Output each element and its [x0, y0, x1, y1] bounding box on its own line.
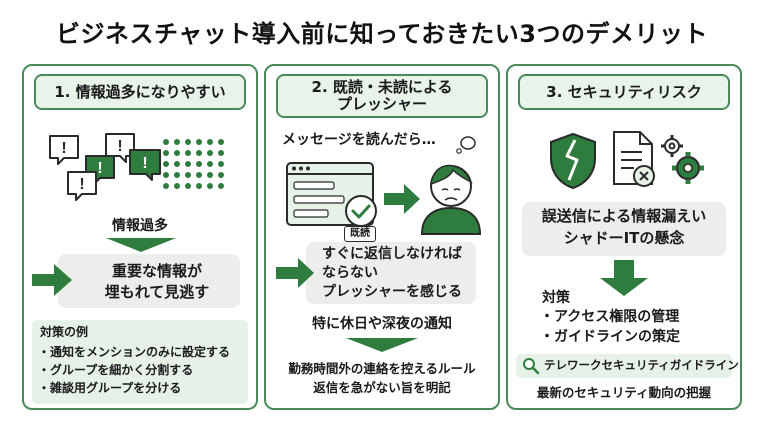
read-check-icon	[345, 195, 377, 227]
decor-dot	[185, 183, 191, 189]
decor-dot	[163, 172, 169, 178]
decor-dot	[196, 172, 202, 178]
decor-dot	[185, 161, 191, 167]
right-arrow-icon	[276, 258, 314, 288]
decor-dot	[174, 172, 180, 178]
decor-dot	[207, 150, 213, 156]
decor-dot	[218, 183, 224, 189]
svg-text:!: !	[142, 155, 147, 172]
measure-item: ・ガイドラインの策定	[540, 329, 680, 345]
panel-1-heading: 1. 情報過多になりやすい	[34, 74, 246, 110]
svg-text:!: !	[117, 138, 122, 155]
down-arrow-icon	[600, 260, 648, 296]
right-arrow-icon	[32, 264, 72, 296]
decor-dot	[218, 150, 224, 156]
decor-dot	[196, 150, 202, 156]
pressure-line-2: ならない	[322, 265, 378, 281]
thought-bubble-icon	[456, 136, 476, 154]
risk-line-1: 誤送信による情報漏えい	[541, 207, 707, 225]
down-arrow-icon	[106, 238, 176, 252]
decor-dot	[185, 150, 191, 156]
notification-dots-icon	[163, 139, 224, 189]
panel-2-heading-line-2: プレッシャー	[336, 95, 427, 113]
pressure-line-1: すぐに返信しなければ	[322, 246, 462, 262]
panel-3-heading: 3. セキュリティリスク	[518, 74, 730, 110]
guide-box	[516, 354, 732, 378]
thought-text: メッセージを読んだら…	[282, 132, 436, 148]
chat-bubbles-icon: ! ! ! ! !	[49, 133, 161, 201]
measure-line-1: 勤務時間外の連絡を控えるルール	[288, 361, 476, 376]
pressure-box	[306, 242, 476, 304]
decor-dot	[163, 139, 169, 145]
decor-dot	[207, 183, 213, 189]
result-line-2: 埋もれて見逃す	[104, 283, 210, 301]
panel-2-heading-line-1: 2. 既読・未読による	[311, 78, 453, 96]
decor-dot	[174, 183, 180, 189]
panel-read-pressure: 2. 既読・未読による プレッシャー メッセージを読んだら… 既読 すぐに返信し	[264, 64, 500, 410]
overload-label: 情報過多	[112, 218, 168, 234]
footer-text: 最新のセキュリティ動向の把握	[536, 385, 712, 400]
decor-dot	[163, 161, 169, 167]
decor-dot	[196, 183, 202, 189]
measures-box	[32, 320, 248, 404]
pressure-line-3: プレッシャーを感じる	[322, 284, 462, 300]
measure-line-2: 返信を急がない旨を明記	[313, 380, 451, 395]
decor-dot	[174, 161, 180, 167]
risk-line-2: シャドーITの懸念	[563, 229, 685, 247]
decor-dot	[207, 139, 213, 145]
decor-dot	[163, 150, 169, 156]
decor-dot	[185, 172, 191, 178]
decor-dot	[196, 139, 202, 145]
decor-dot	[218, 172, 224, 178]
panel-security-risk: 3. セキュリティリスク 誤送信による情報漏えい シャドーITの懸念	[506, 64, 742, 410]
decor-dot	[218, 139, 224, 145]
page-title: ビジネスチャット導入前に知っておきたい3つのデメリット	[55, 20, 709, 48]
risk-box	[522, 202, 726, 256]
note-text: 特に休日や深夜の通知	[312, 316, 452, 332]
worried-person-icon	[420, 164, 482, 235]
decor-dot	[185, 139, 191, 145]
decor-dot	[207, 172, 213, 178]
panel-2-heading: 2. 既読・未読による プレッシャー	[276, 74, 488, 118]
read-badge: 既読	[344, 226, 376, 242]
magnifier-icon	[523, 358, 540, 375]
decor-dot	[196, 161, 202, 167]
measures-title: 対策	[542, 290, 570, 306]
svg-text:!: !	[97, 160, 102, 177]
right-arrow-icon	[384, 184, 420, 214]
measure-item: ・アクセス権限の管理	[540, 309, 680, 325]
panel-information-overload: 1. 情報過多になりやすい ! ! ! ! ! 情報過多 重要な情報が 埋もれて…	[22, 64, 258, 410]
result-box	[58, 254, 240, 308]
guide-text: テレワークセキュリティガイドライン	[544, 358, 739, 372]
measure-item: ・グループを細かく分割する	[38, 363, 194, 377]
measure-item: ・雑談用グループを分ける	[38, 381, 182, 395]
down-arrow-icon	[346, 338, 418, 352]
decor-dot	[163, 183, 169, 189]
gear-icon	[661, 135, 704, 184]
measures-title: 対策の例	[40, 325, 89, 339]
broken-shield-icon	[550, 132, 596, 190]
decor-dot	[207, 161, 213, 167]
decor-dot	[218, 161, 224, 167]
measure-item: ・通知をメンションのみに設定する	[38, 345, 231, 359]
result-line-1: 重要な情報が	[111, 262, 202, 280]
decor-dot	[174, 150, 180, 156]
document-error-icon	[613, 131, 655, 187]
decor-dot	[174, 139, 180, 145]
svg-text:!: !	[79, 176, 84, 193]
svg-text:!: !	[61, 140, 66, 157]
